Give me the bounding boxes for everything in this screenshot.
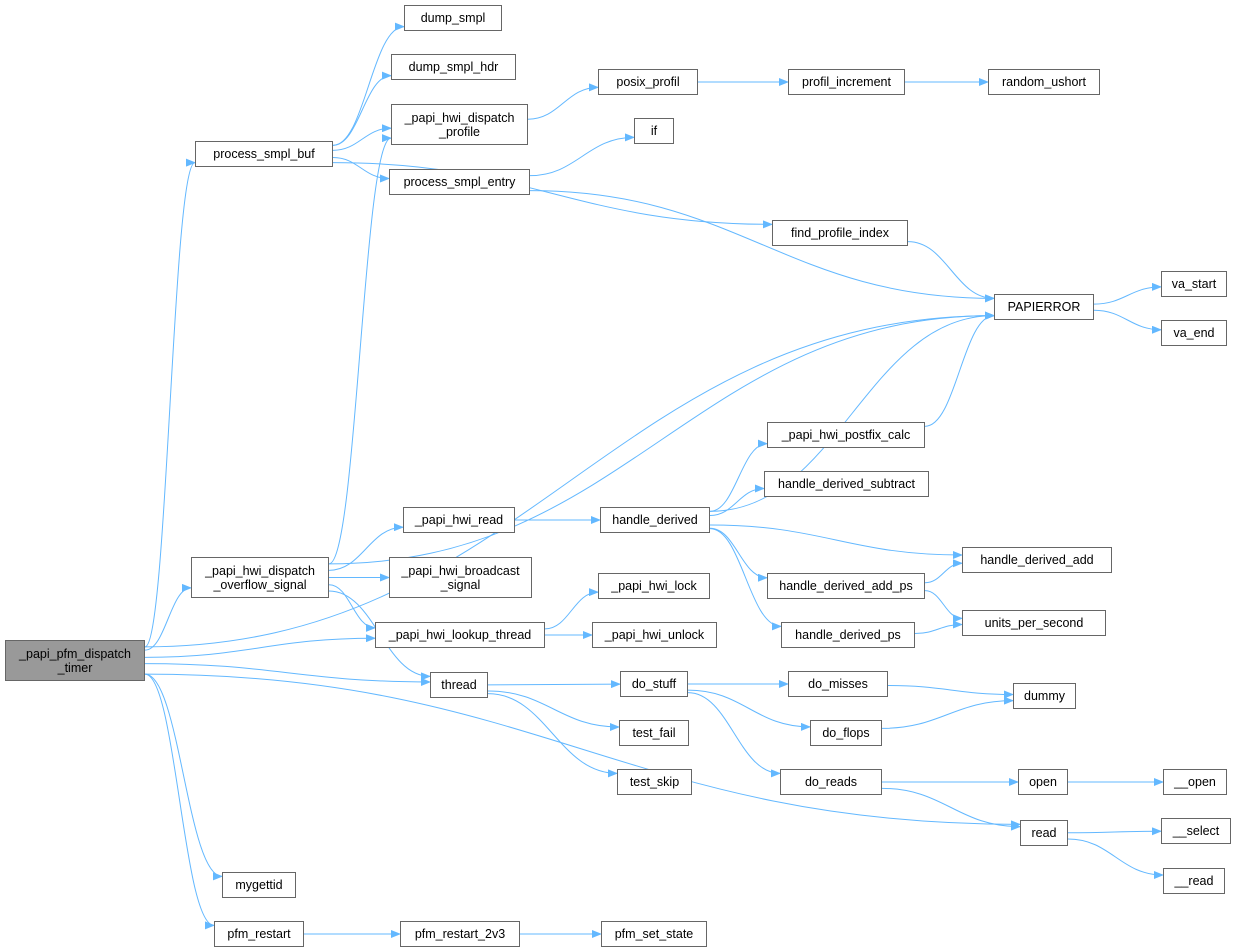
- edge-overflow-signal-to-dispatch-profile: [328, 134, 392, 565]
- node-random-ushort[interactable]: random_ushort: [988, 69, 1100, 95]
- edge-process-smpl-buf-to-dump-smpl-hdr: [332, 71, 392, 146]
- edge-do-flops-to-dummy: [881, 696, 1014, 729]
- node-hwi-read[interactable]: _papi_hwi_read: [403, 507, 515, 533]
- node-broadcast-signal[interactable]: _papi_hwi_broadcast _signal: [389, 557, 532, 598]
- node-do-stuff[interactable]: do_stuff: [620, 671, 688, 697]
- edge-overflow-signal-to-lookup-thread: [328, 584, 376, 632]
- node-read[interactable]: read: [1020, 820, 1068, 846]
- edge-do-stuff-to-do-reads: [687, 692, 781, 778]
- edge-handle-derived-to-PAPIERROR: [709, 311, 995, 512]
- edge-process-smpl-buf-to-dump-smpl: [332, 22, 405, 146]
- edge-dispatch-timer-to-PAPIERROR: [144, 311, 995, 648]
- node-handle-derived-ps[interactable]: handle_derived_ps: [781, 622, 915, 648]
- node-read[interactable]: __read: [1163, 868, 1225, 894]
- edge-dispatch-timer-to-thread: [144, 663, 431, 686]
- node-handle-derived[interactable]: handle_derived: [600, 507, 710, 533]
- node-test-fail[interactable]: test_fail: [619, 720, 689, 746]
- edge-lookup-thread-to-hwi-lock: [544, 588, 599, 630]
- node-units-per-second[interactable]: units_per_second: [962, 610, 1106, 636]
- node-process-smpl-entry[interactable]: process_smpl_entry: [389, 169, 530, 195]
- edge-PAPIERROR-to-va-end: [1093, 309, 1162, 334]
- node-handle-derived-add-ps[interactable]: handle_derived_add_ps: [767, 573, 925, 599]
- node-postfix-calc[interactable]: _papi_hwi_postfix_calc: [767, 422, 925, 448]
- edge-process-smpl-buf-to-find-profile-index: [332, 162, 773, 229]
- edge-handle-derived-add-ps-to-handle-derived-add: [924, 559, 963, 584]
- node-va-end[interactable]: va_end: [1161, 320, 1227, 346]
- node-process-smpl-buf[interactable]: process_smpl_buf: [195, 141, 333, 167]
- edge-do-stuff-to-do-flops: [687, 689, 811, 731]
- edge-overflow-signal-to-hwi-read: [328, 523, 404, 571]
- edge-do-reads-to-read: [881, 787, 1021, 831]
- node-hwi-lock[interactable]: _papi_hwi_lock: [598, 573, 710, 599]
- edge-overflow-signal-to-PAPIERROR: [328, 311, 995, 565]
- edge-read-to-select: [1067, 827, 1162, 836]
- edge-PAPIERROR-to-va-start: [1093, 282, 1162, 305]
- node-dump-smpl[interactable]: dump_smpl: [404, 5, 502, 31]
- edge-postfix-calc-to-PAPIERROR: [924, 311, 995, 427]
- node-test-skip[interactable]: test_skip: [617, 769, 692, 795]
- node-profil-increment[interactable]: profil_increment: [788, 69, 905, 95]
- edge-handle-derived-add-ps-to-units-per-second: [924, 590, 963, 623]
- edge-thread-to-test-fail: [487, 690, 620, 731]
- node-pfm-set-state[interactable]: pfm_set_state: [601, 921, 707, 947]
- node-do-flops[interactable]: do_flops: [810, 720, 882, 746]
- edge-handle-derived-to-handle-derived-subtract: [709, 484, 765, 516]
- edge-handle-derived-to-handle-derived-ps: [709, 528, 782, 631]
- node-lookup-thread[interactable]: _papi_hwi_lookup_thread: [375, 622, 545, 648]
- edge-do-misses-to-dummy: [887, 685, 1014, 699]
- edge-dispatch-timer-to-lookup-thread: [144, 634, 376, 658]
- edge-handle-derived-to-handle-derived-add-ps: [709, 527, 768, 582]
- edge-handle-derived-to-postfix-calc: [709, 439, 768, 512]
- node-dispatch-profile[interactable]: _papi_hwi_dispatch _profile: [391, 104, 528, 145]
- node-open[interactable]: open: [1018, 769, 1068, 795]
- node-do-misses[interactable]: do_misses: [788, 671, 888, 697]
- node-mygettid[interactable]: mygettid: [222, 872, 296, 898]
- edge-dispatch-timer-to-overflow-signal: [144, 583, 192, 651]
- edge-thread-to-test-skip: [487, 693, 618, 778]
- edge-handle-derived-to-handle-derived-add: [709, 524, 963, 559]
- node-dummy[interactable]: dummy: [1013, 683, 1076, 709]
- node-pfm-restart[interactable]: pfm_restart: [214, 921, 304, 947]
- edge-dispatch-profile-to-posix-profil: [527, 83, 599, 120]
- edge-dispatch-timer-to-mygettid: [144, 673, 223, 881]
- edge-process-smpl-entry-to-if: [529, 133, 635, 177]
- node-if[interactable]: if: [634, 118, 674, 144]
- node-handle-derived-subtract[interactable]: handle_derived_subtract: [764, 471, 929, 497]
- edge-process-smpl-entry-to-PAPIERROR: [529, 190, 995, 303]
- node-thread[interactable]: thread: [430, 672, 488, 698]
- node-find-profile-index[interactable]: find_profile_index: [772, 220, 908, 246]
- node-hwi-unlock[interactable]: _papi_hwi_unlock: [592, 622, 717, 648]
- node-posix-profil[interactable]: posix_profil: [598, 69, 698, 95]
- node-va-start[interactable]: va_start: [1161, 271, 1227, 297]
- node-do-reads[interactable]: do_reads: [780, 769, 882, 795]
- edge-thread-to-do-stuff: [487, 680, 621, 689]
- node-pfm-restart-2v3[interactable]: pfm_restart_2v3: [400, 921, 520, 947]
- node-overflow-signal[interactable]: _papi_hwi_dispatch _overflow_signal: [191, 557, 329, 598]
- edge-process-smpl-buf-to-process-smpl-entry: [332, 157, 390, 183]
- edge-find-profile-index-to-PAPIERROR: [907, 241, 995, 303]
- edge-handle-derived-ps-to-units-per-second: [914, 620, 963, 634]
- node-open[interactable]: __open: [1163, 769, 1227, 795]
- edge-dispatch-timer-to-pfm-restart: [144, 673, 215, 930]
- edge-dispatch-timer-to-read: [144, 673, 1021, 829]
- edge-process-smpl-buf-to-dispatch-profile: [332, 124, 392, 151]
- edge-dispatch-timer-to-process-smpl-buf: [144, 158, 196, 648]
- node-handle-derived-add[interactable]: handle_derived_add: [962, 547, 1112, 573]
- node-select[interactable]: __select: [1161, 818, 1231, 844]
- node-dump-smpl-hdr[interactable]: dump_smpl_hdr: [391, 54, 516, 80]
- edge-read-to-read: [1067, 838, 1164, 879]
- node-dispatch-timer[interactable]: _papi_pfm_dispatch _timer: [5, 640, 145, 681]
- node-PAPIERROR[interactable]: PAPIERROR: [994, 294, 1094, 320]
